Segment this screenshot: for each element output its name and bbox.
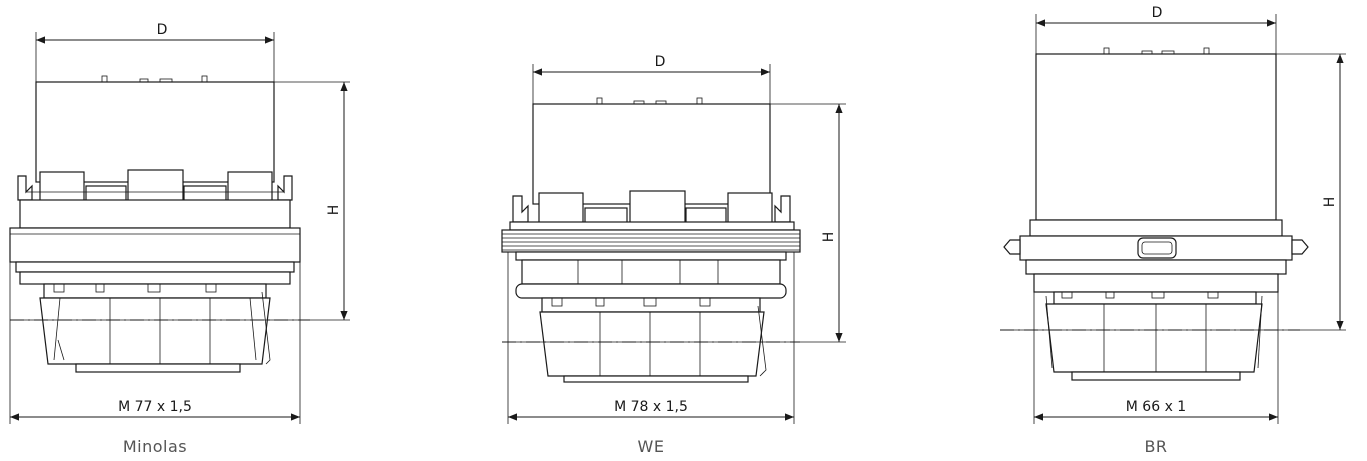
dimension-h-label: H [326,205,342,216]
bayonet-lug [1137,237,1177,259]
dimension-d-label: D [655,54,666,70]
dimension-d-label: D [157,22,168,38]
dimension-h-label: H [1322,197,1338,208]
top-cap [35,81,275,183]
thread-dimension-label: M 77 x 1,5 [118,399,192,415]
caption-br: BR [1144,437,1167,456]
thread-dimension-label: M 66 x 1 [1126,399,1186,415]
dimension-h-label: H [821,232,837,243]
caption-we: WE [638,437,665,456]
drawing-we: D [501,54,846,456]
drawing-br: D H [1000,5,1346,456]
thread-dimension-label: M 78 x 1,5 [614,399,688,415]
threaded-ring [501,229,801,253]
drawing-minolas: D [9,22,350,456]
dimension-d-label: D [1152,5,1163,21]
top-cap [1035,53,1277,221]
caption-minolas: Minolas [123,437,187,456]
top-cap [532,103,771,205]
